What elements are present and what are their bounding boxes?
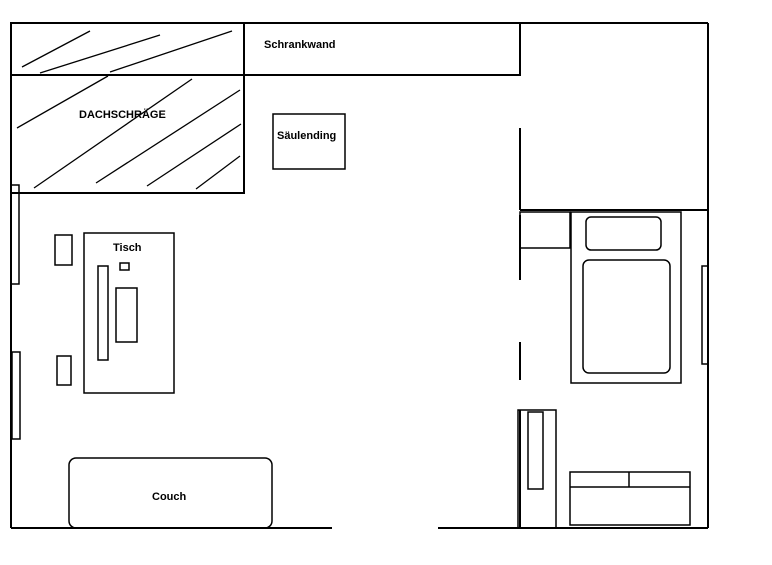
window-left-lower <box>11 351 21 440</box>
table-object-medium <box>115 287 138 343</box>
schrankwand: Schrankwand <box>243 22 521 76</box>
chair-lower <box>56 355 72 386</box>
double-sink <box>569 471 691 526</box>
partition-walls <box>519 23 708 528</box>
dachschraege-area: DACHSCHRÄGE <box>10 22 245 194</box>
saeulending-label: Säulending <box>277 130 336 142</box>
couch: Couch <box>68 457 273 529</box>
cabinet-small <box>519 211 571 249</box>
tisch: Tisch <box>83 232 175 394</box>
tisch-label: Tisch <box>113 242 142 254</box>
table-object-small <box>119 262 130 271</box>
chair-upper <box>54 234 73 266</box>
schrankwand-label: Schrankwand <box>264 39 336 51</box>
table-object-long <box>97 265 109 361</box>
outer-walls <box>10 22 709 529</box>
bathtub <box>570 211 682 384</box>
window-right <box>701 265 709 365</box>
shelf-frame <box>517 409 557 529</box>
couch-label: Couch <box>152 491 187 503</box>
window-left-upper <box>10 184 20 285</box>
dachschraege-label: DACHSCHRÄGE <box>79 108 166 121</box>
saeulending: Säulending <box>272 113 346 170</box>
shelf-inner <box>527 411 544 490</box>
